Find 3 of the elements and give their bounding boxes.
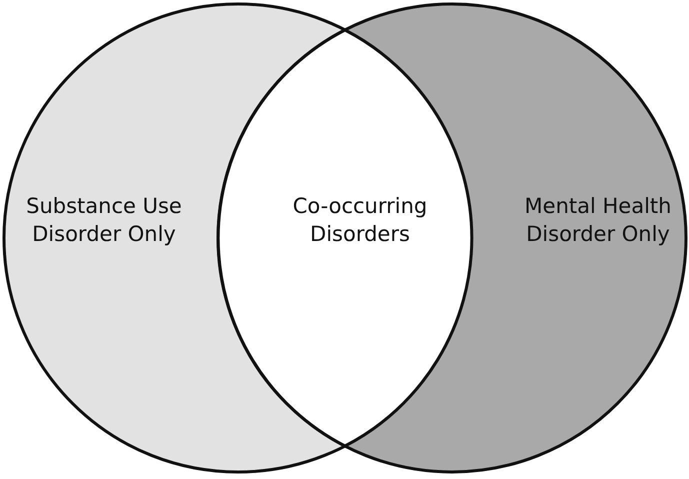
region-label: Co-occurring Disorders xyxy=(292,193,428,248)
region-label: Substance Use Disorder Only xyxy=(25,193,183,248)
region-label: Mental Health Disorder Only xyxy=(524,193,672,248)
